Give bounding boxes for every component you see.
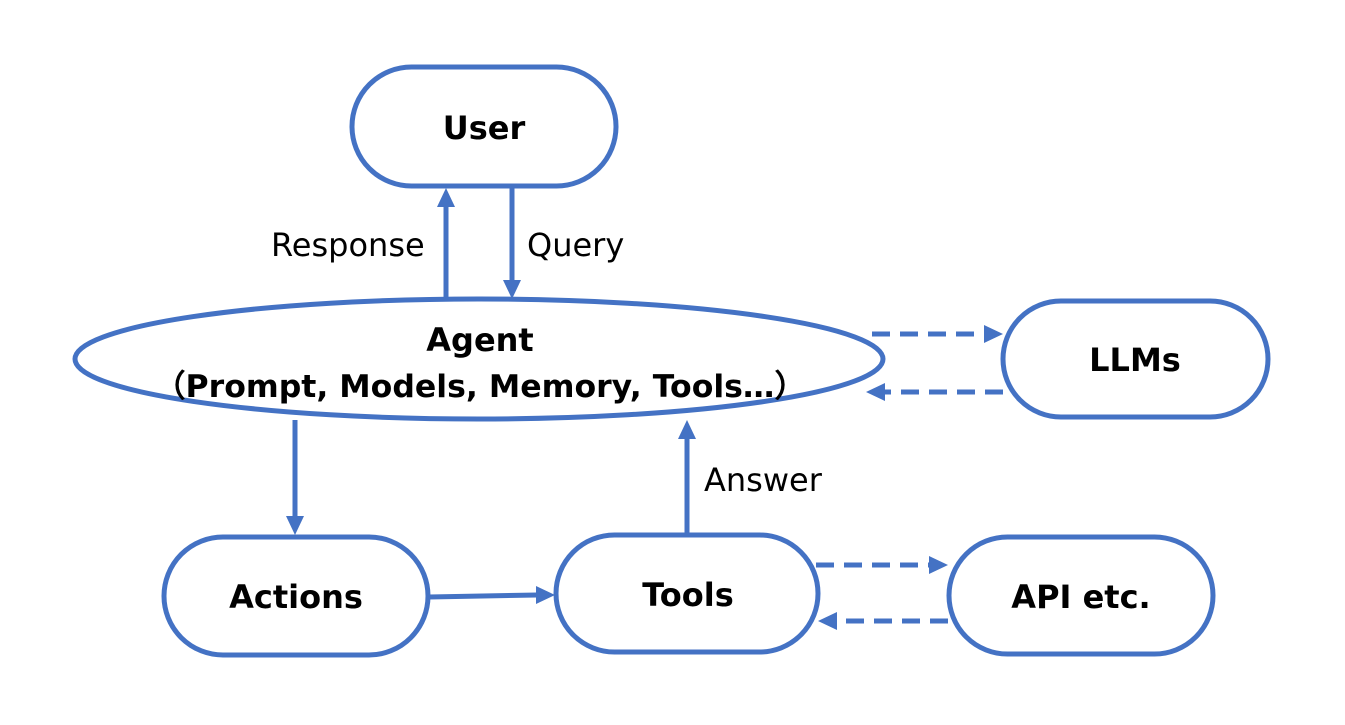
query-label: Query [527,226,624,264]
agent-node-sublabel: （Prompt, Models, Memory, Tools…） [154,369,806,405]
actions-to-tools-arrowhead [536,586,555,604]
query-arrowhead [503,280,521,299]
agent-to-actions-arrowhead [286,516,304,535]
llms-to-agent-arrowhead [866,383,885,401]
api-node-label: API etc. [1011,578,1150,616]
answer-label: Answer [704,461,823,499]
response-label: Response [271,226,425,264]
tools-node-label: Tools [642,576,734,614]
agent-to-llms-arrowhead [984,325,1003,343]
actions-node-label: Actions [229,578,363,616]
actions-node: Actions [161,534,431,658]
llms-node-label: LLMs [1089,341,1181,379]
agent-node-label: Agent [426,321,533,359]
api-node: API etc. [946,534,1216,657]
user-node: User [349,64,619,189]
answer-arrowhead [678,420,696,439]
tools-node: Tools [553,532,821,655]
llms-node: LLMs [1000,298,1271,420]
api-to-tools-arrowhead [818,612,837,630]
actions-to-tools-edge [428,592,538,600]
tools-to-api-arrowhead [929,556,948,574]
agent-node: Agent （Prompt, Models, Memory, Tools…） [72,296,886,422]
response-arrowhead [437,188,455,207]
user-node-label: User [443,109,526,147]
